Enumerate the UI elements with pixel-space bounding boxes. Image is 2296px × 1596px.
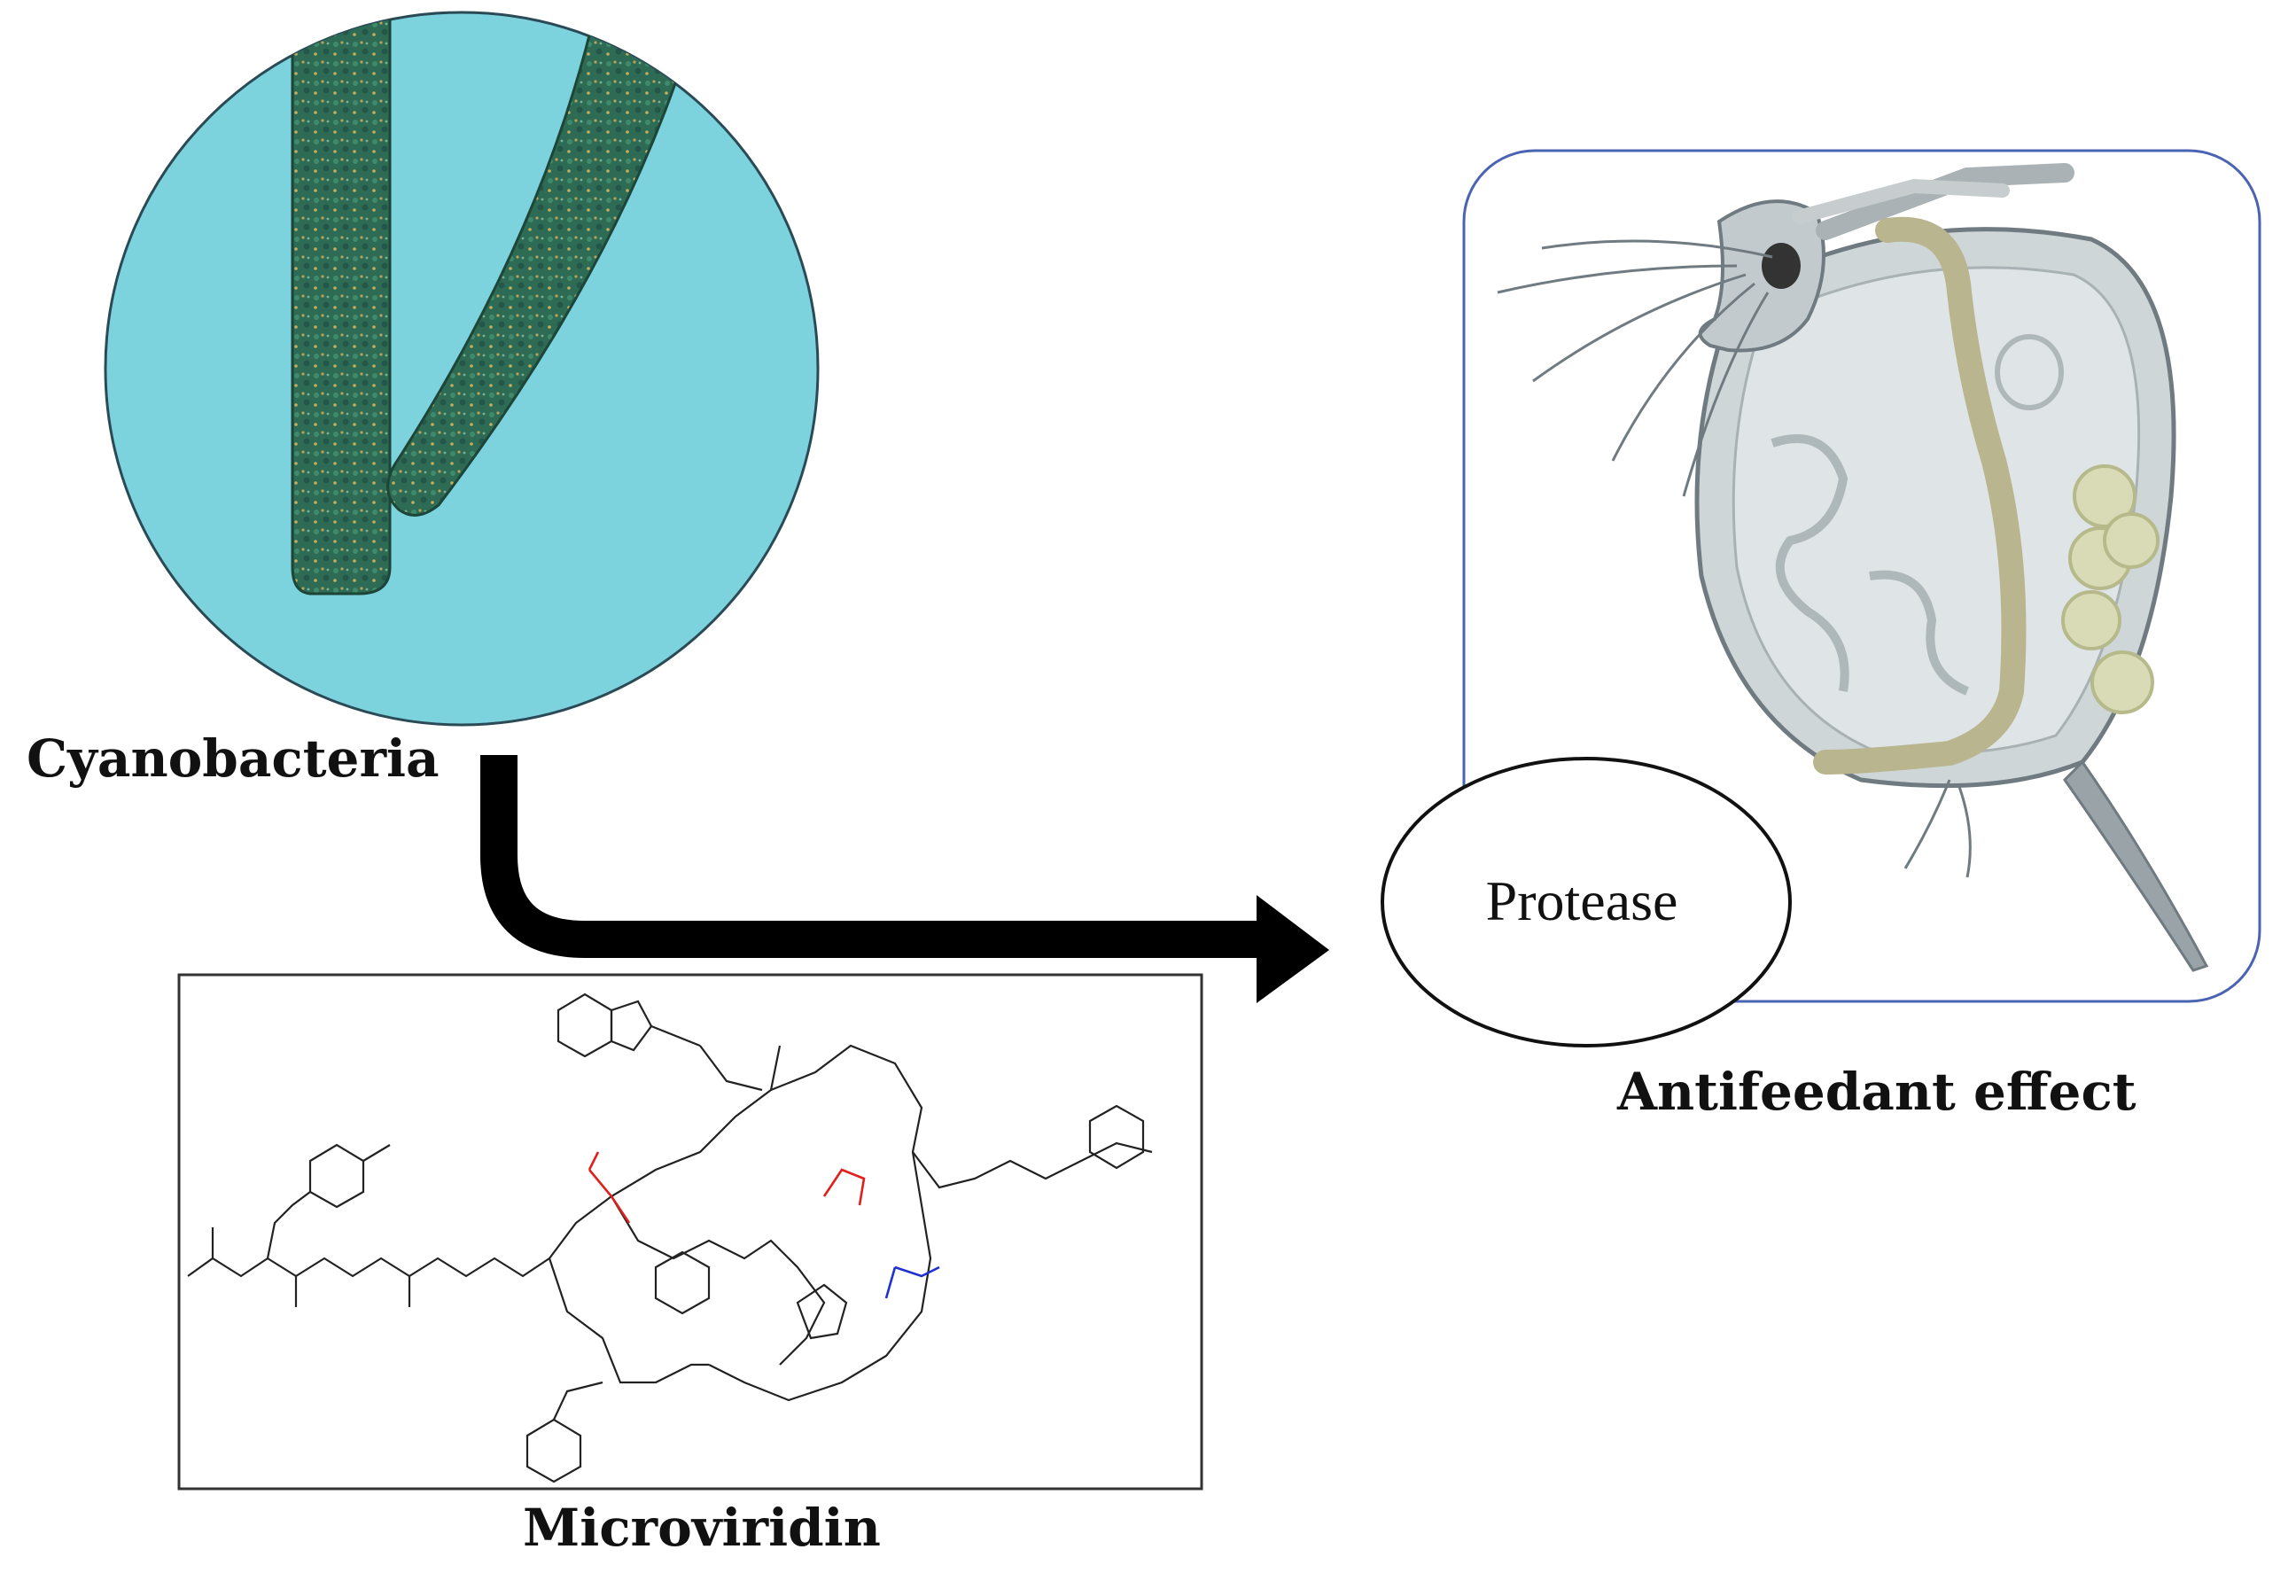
microviridin-structure-icon: [177, 973, 1203, 1491]
cyanobacteria-filaments-icon: [291, 12, 693, 596]
cyanobacteria-circle: [104, 11, 820, 727]
daphnia-icon: [1497, 163, 2209, 972]
antifeedant-effect-label: Antifeedant effect: [1617, 1062, 2136, 1122]
protease-ellipse: [1381, 757, 1792, 1047]
protease-label: Protease: [1485, 869, 1678, 932]
flow-arrow: [480, 755, 1329, 1003]
cyanobacteria-label: Cyanobacteria: [27, 728, 440, 789]
microviridin-label: Microviridin: [523, 1498, 881, 1558]
